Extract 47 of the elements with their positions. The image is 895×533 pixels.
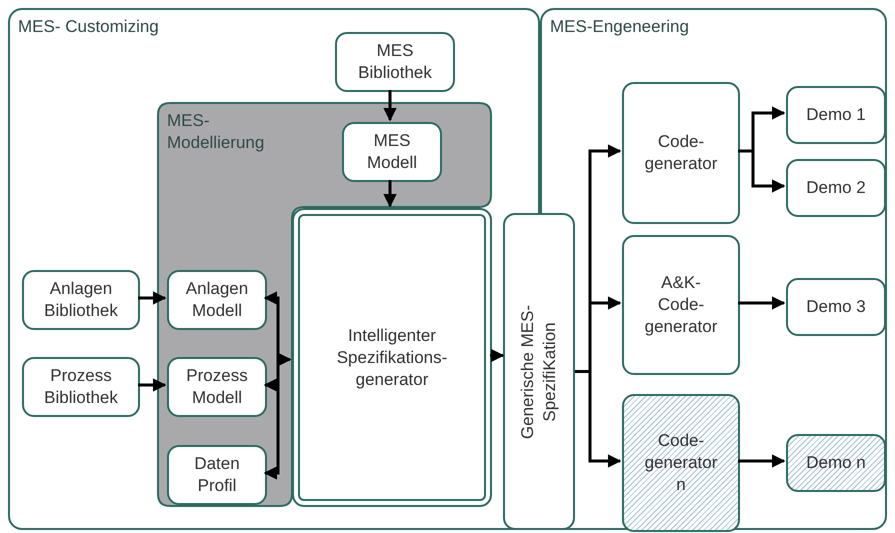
process-box: [167, 270, 267, 330]
arrow: [383, 90, 397, 122]
process-box: [22, 270, 140, 330]
process-box: [786, 86, 886, 144]
node-label: A&K- Code- generator: [644, 272, 718, 338]
arrow: [138, 291, 166, 305]
process-box: [786, 159, 886, 217]
arrow: [738, 454, 786, 468]
node-label: Daten Profil: [193, 453, 241, 497]
process-box: [622, 82, 740, 224]
node-label: MES Bibliothek: [357, 40, 433, 84]
node-label: Demo 2: [806, 177, 866, 199]
panel-heading: MES- Customizing: [18, 16, 159, 38]
process-box: [786, 278, 886, 336]
node-label: Demo 3: [806, 296, 866, 318]
group-heading: MES- Modellierung: [167, 110, 266, 154]
process-box: [622, 235, 740, 375]
arrow: [383, 180, 397, 208]
process-box: [22, 357, 140, 417]
node-label: Intelligenter Spezifikations- generator: [336, 324, 448, 390]
arrow: [738, 296, 786, 310]
arrow: [490, 348, 504, 362]
arrow: [575, 370, 622, 468]
node-label: MES Modell: [366, 130, 418, 174]
panel-heading: MES-Engeneering: [550, 16, 689, 38]
process-box: [335, 32, 455, 92]
panel-frame: [8, 8, 540, 530]
node-label: Anlagen Bibliothek: [43, 278, 119, 322]
arrow: [738, 150, 786, 193]
node-label: Code- generator: [644, 131, 718, 175]
arrow: [138, 378, 166, 392]
arrow: [264, 352, 292, 480]
node-label: Anlagen Modell: [184, 278, 250, 322]
node-label: Generische MES- SpezifiKation: [517, 303, 560, 441]
process-box: [503, 213, 575, 530]
panel-frame: [540, 8, 887, 530]
node-label: Demo 1: [806, 104, 866, 126]
node-label: Code- generator n: [644, 430, 718, 496]
node-label: Prozess Bibliothek: [43, 365, 119, 409]
process-box: [167, 357, 267, 417]
generator-box: [292, 208, 492, 507]
process-box: [622, 394, 740, 532]
process-box: [786, 434, 886, 492]
process-box: [342, 122, 442, 182]
process-box: [167, 445, 267, 505]
node-label: Prozess Modell: [185, 365, 249, 409]
node-label: Demo n: [806, 452, 866, 474]
